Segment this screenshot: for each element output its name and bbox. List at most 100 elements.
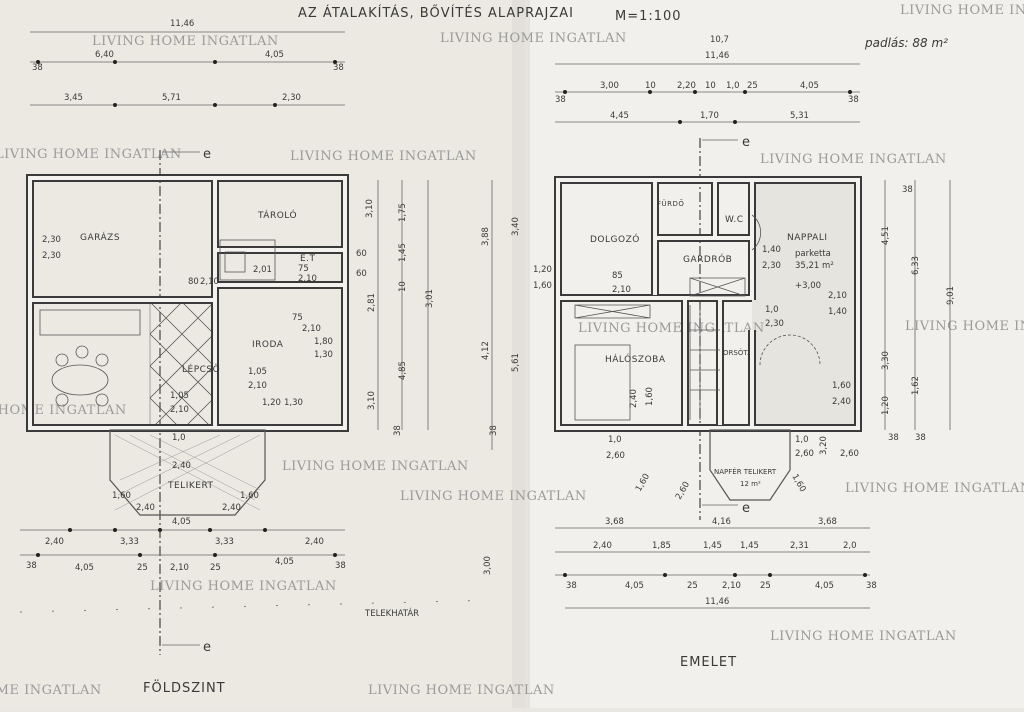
dimension-label: 2,81 [367,293,377,312]
dimension-label: 1,05 [248,367,267,377]
dimension-label: 4,05 [800,81,819,91]
dimension-label: 3,33 [215,537,234,547]
dimension-label: 10 [705,81,716,91]
dimension-label: 2,10 [828,291,847,301]
attic-note: padlás: 88 m² [864,36,948,50]
dimension-label: 1,20 [881,396,891,415]
dimension-label: 2,60 [606,451,625,461]
watermark-text: LIVING HOME INGATLAN [905,319,1024,334]
watermark-text: LIVING HOME INGATLAN [760,152,947,167]
dimension-label: 60 [356,269,367,279]
dimension-label: 38 [915,433,926,443]
dimension-label: 1,40 [828,307,847,317]
dimension-label: 4,05 [275,557,294,567]
dimension-label: 38 [26,561,37,571]
room-winter-garden-label: TELIKERT [167,481,214,491]
dimension-label: 2,20 [677,81,696,91]
dimension-label: 2,60 [840,449,859,459]
ground-floor-title: FÖLDSZINT [143,679,226,696]
dimension-label: 3,10 [365,199,375,218]
watermark-text: LIVING HOME INGATLAN [282,459,469,474]
dimension-label: 3,20 [819,436,829,455]
watermark-text: LIVING HOME INGATLAN [440,31,627,46]
dimension-label: 1,0 [608,435,622,445]
living-floor-label: parketta [795,249,831,259]
watermark-text: LIVING HOME INGATLAN [92,34,279,49]
dimension-label: 5,61 [511,353,521,372]
dimension-label: 2,10 [302,324,321,334]
dimension-label: 4,05 [815,581,834,591]
watermark-text: LIVING HOME INGATLAN [0,403,127,418]
dimension-label: 2,30 [42,235,61,245]
upper-bottom-dimensions: 3,68 4,16 3,68 2,40 1,85 1,45 1,45 2,31 … [555,517,877,609]
dimension-label: 1,85 [652,541,671,551]
dimension-label: 3,68 [818,517,837,527]
room-garage-label: GARÁZS [80,231,120,243]
dimension-label: 3,30 [881,351,891,370]
dimension-label: 11,46 [705,597,729,607]
dimension-label: 1,20 [533,265,552,275]
dimension-label: 38 [848,95,859,105]
dimension-label: 2,40 [593,541,612,551]
watermark-text: LIVING HOME INGATLAN [770,629,957,644]
dimension-label: 1,0 [795,435,809,445]
watermark-text: LIVING HOME INGATLAN [400,489,587,504]
dimension-label: 4,05 [75,563,94,573]
dimension-label: 2,30 [765,319,784,329]
room-living-label: NAPPALI [787,233,828,243]
watermark-text: LIVING HOME INGATLAN [578,321,765,336]
upper-vertical-dimensions: 4,51 6,33 9,01 3,30 1,62 1,20 38 38 38 [881,180,956,443]
dimension-label: 2,30 [762,261,781,271]
dimension-label: 38 [335,561,346,571]
plot-boundary-label: TELEKHATÁR [364,607,419,619]
dimension-label: 38 [566,581,577,591]
ground-inner-dimensions: 2,30 2,30 80 2,10 75 2,10 2,01 75 2,10 1… [42,235,367,513]
dimension-label: 25 [210,563,221,573]
dimension-label: 2,10 [200,277,219,287]
dimension-label: 2,31 [790,541,809,551]
section-axis-ground: e e [159,147,211,655]
room-et-label: E.T [300,254,316,264]
dimension-label: 4,12 [481,341,491,360]
watermark-text: LIVING HOME INGATLAN [368,683,555,698]
dimension-label: 25 [137,563,148,573]
dimension-label: 38 [888,433,899,443]
dimension-label: 1,20 [262,398,281,408]
page-fold [512,0,530,708]
level-label: +3,00 [795,281,821,291]
dimension-label: 5,71 [162,93,181,103]
dimension-label: 1,30 [284,398,303,408]
watermark-text: LIVING HOME INGATLAN [290,149,477,164]
dimension-label: 2,40 [136,503,155,513]
shadow [752,180,862,430]
dimension-label: 10 [398,281,408,292]
dimension-label: 11,46 [705,51,729,61]
dimension-label: 1,0 [172,433,186,443]
room-wardrobe-label: GARDRÓB [683,253,732,265]
dimension-label: 38 [393,425,403,436]
ground-top-dimensions: 11,46 6,40 4,05 38 38 3,45 5,71 2,30 [30,19,345,107]
dimension-label: 3,00 [600,81,619,91]
dimension-label: 75 [298,264,309,274]
room-wc-label: W.C [725,215,744,225]
dimension-label: 2,10 [170,405,189,415]
dimension-label: 1,45 [740,541,759,551]
upper-floor-title: EMELET [680,655,737,670]
dimension-label: 60 [356,249,367,259]
dimension-label: 6,40 [95,50,114,60]
dimension-label: 4,05 [172,517,191,527]
dimension-label: 1,30 [314,350,333,360]
dimension-label: 1,45 [703,541,722,551]
dimension-label: 2,10 [248,381,267,391]
dimension-label: 3,45 [64,93,83,103]
dimension-label: 10 [645,81,656,91]
dimension-label: 2,40 [172,461,191,471]
dimension-label: 3,88 [481,227,491,246]
watermark-text: LIVING HOME INGATLAN [150,579,337,594]
dimension-label: 3,40 [511,217,521,236]
dimension-label: 80 [188,277,199,287]
room-study-label: DOLGOZÓ [590,233,640,245]
dimension-label: 1,60 [645,387,655,406]
